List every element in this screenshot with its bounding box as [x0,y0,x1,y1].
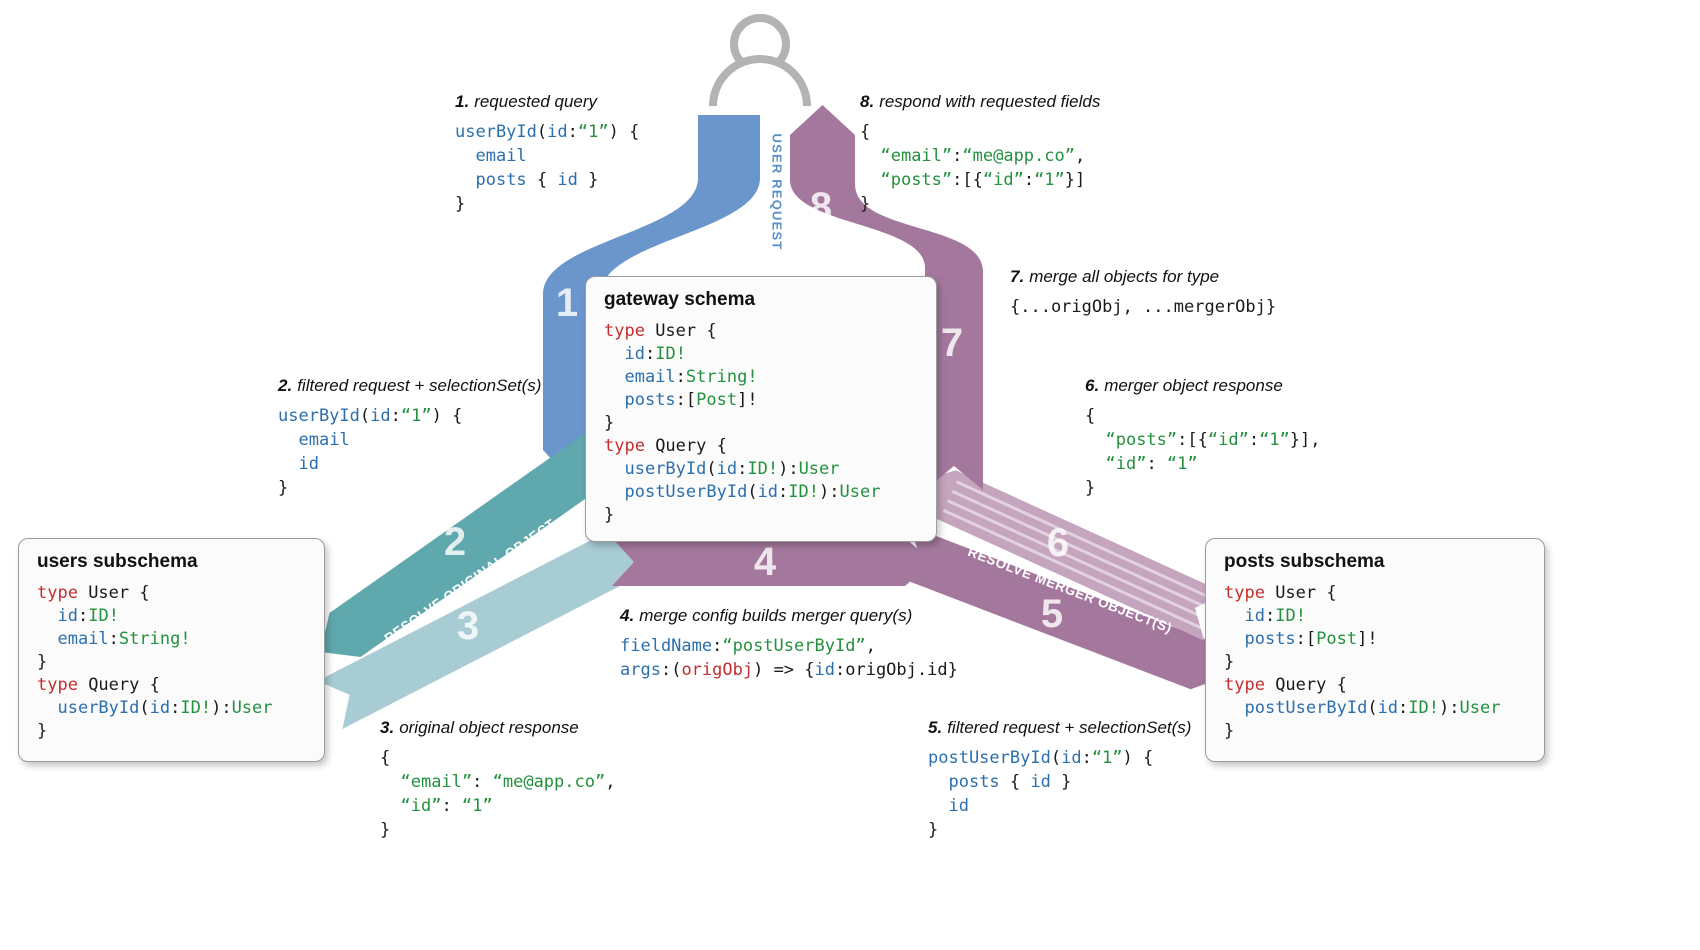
annotation-3-original-response: 3.original object response { “email”: “m… [380,718,615,842]
arrow-4-band [612,538,933,586]
posts-subschema-code: type User { id:ID! posts:[Post]!}type Qu… [1224,583,1501,741]
annotation-5-code: postUserById(id:“1”) { posts { id } id} [928,748,1154,840]
arrow-8-number: 8 [810,185,832,229]
gateway-schema-title: gateway schema [604,289,756,310]
posts-subschema-title: posts subschema [1224,551,1385,572]
annotation-6-title: 6.merger object response [1085,376,1321,396]
arrow-2-number: 2 [444,520,466,564]
annotation-4-title: 4.merge config builds merger query(s) [620,606,958,626]
annotation-6-merger-response: 6.merger object response { “posts”:[{“id… [1085,376,1321,500]
annotation-2-number: 2. [278,376,293,395]
annotation-7-merge-objects: 7.merge all objects for type {...origObj… [1010,267,1276,319]
annotation-8-title: 8.respond with requested fields [860,92,1100,112]
annotation-7-code: {...origObj, ...mergerObj} [1010,297,1277,317]
annotation-2-code: userById(id:“1”) { email id} [278,406,463,498]
annotation-6-text: merger object response [1104,376,1283,395]
arrow-3-number: 3 [457,604,479,648]
posts-subschema-box: posts subschema type User { id:ID! posts… [1205,538,1545,762]
arrow-6-number: 6 [1047,521,1069,565]
arrow-4-number: 4 [754,540,777,584]
arrow-6-band [917,470,1226,641]
annotation-7-number: 7. [1010,267,1025,286]
annotation-1-title: 1.requested query [455,92,639,112]
annotation-5-title: 5.filtered request + selectionSet(s) [928,718,1191,738]
annotation-5-text: filtered request + selectionSet(s) [947,718,1192,737]
annotation-4-code: fieldName:“postUserById”,args:(origObj) … [620,636,958,680]
annotation-3-text: original object response [399,718,579,737]
annotation-8-number: 8. [860,92,875,111]
annotation-8-code: { “email”:“me@app.co”, “posts”:[{“id”:“1… [860,122,1086,214]
arrow-5-band [890,525,1228,690]
annotation-1-requested-query: 1.requested query userById(id:“1”) { ema… [455,92,639,216]
users-subschema-box: users subschema type User { id:ID! email… [18,538,325,762]
annotation-1-number: 1. [455,92,470,111]
arrow-5-number: 5 [1041,592,1063,636]
annotation-5-filtered-request: 5.filtered request + selectionSet(s) pos… [928,718,1191,842]
annotation-5-number: 5. [928,718,943,737]
arrow-2-band [320,423,631,657]
gateway-schema-code: type User { id:ID! email:String! posts:[… [604,321,881,525]
user-icon-shoulders [709,55,811,107]
annotation-7-text: merge all objects for type [1029,267,1220,286]
user-icon [709,14,811,107]
annotation-6-number: 6. [1085,376,1100,395]
gateway-schema-box: gateway schema type User { id:ID! email:… [585,276,937,542]
users-subschema-title: users subschema [37,551,198,572]
annotation-2-text: filtered request + selectionSet(s) [297,376,542,395]
arrow-1-number: 1 [556,281,578,325]
annotation-1-code: userById(id:“1”) { email posts { id }} [455,122,640,214]
annotation-2-title: 2.filtered request + selectionSet(s) [278,376,541,396]
annotation-3-number: 3. [380,718,395,737]
user-request-label: USER REQUEST [770,134,785,251]
arrow-6-stripes [942,480,1223,633]
users-subschema-code: type User { id:ID! email:String!}type Qu… [37,583,273,741]
annotation-4-text: merge config builds merger query(s) [639,606,913,625]
annotation-3-code: { “email”: “me@app.co”, “id”: “1”} [380,748,616,840]
annotation-8-respond-fields: 8.respond with requested fields { “email… [860,92,1100,216]
arrow-3-band [317,529,652,729]
annotation-8-text: respond with requested fields [879,92,1101,111]
annotation-2-filtered-request: 2.filtered request + selectionSet(s) use… [278,376,541,500]
annotation-6-code: { “posts”:[{“id”:“1”}], “id”: “1”} [1085,406,1321,498]
annotation-1-text: requested query [474,92,598,111]
arrow-7-number: 7 [941,321,963,365]
annotation-7-title: 7.merge all objects for type [1010,267,1276,287]
annotation-4-merge-config: 4.merge config builds merger query(s) fi… [620,606,958,682]
annotation-4-number: 4. [620,606,635,625]
annotation-3-title: 3.original object response [380,718,615,738]
